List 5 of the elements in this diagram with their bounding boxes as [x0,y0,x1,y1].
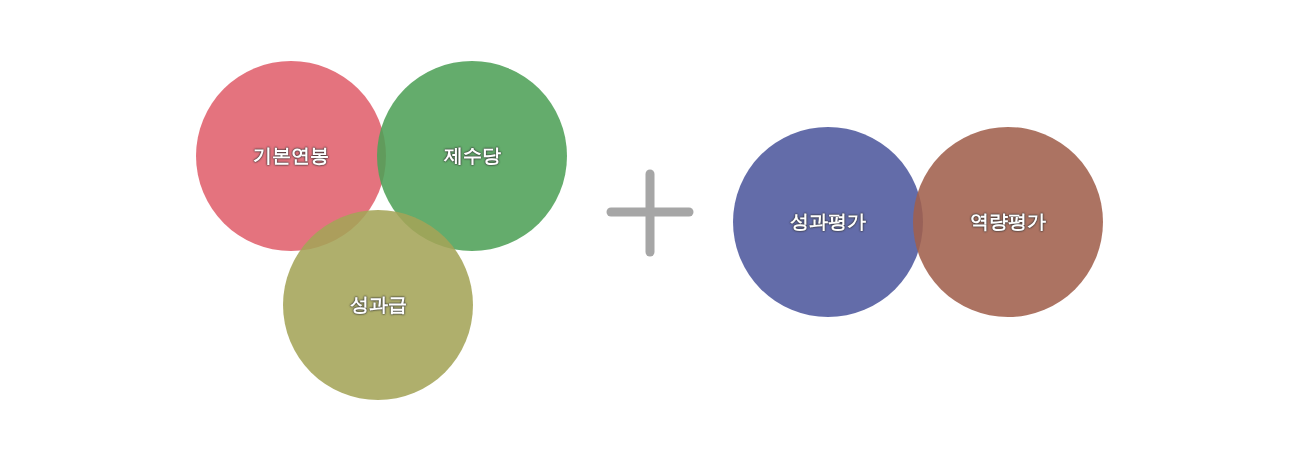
circle-label: 기본연봉 [253,143,329,168]
circle-label: 성과평가 [790,209,866,234]
circle-label: 제수당 [443,143,501,168]
circle-label: 성과급 [349,292,407,317]
circle-label: 역량평가 [970,209,1046,234]
